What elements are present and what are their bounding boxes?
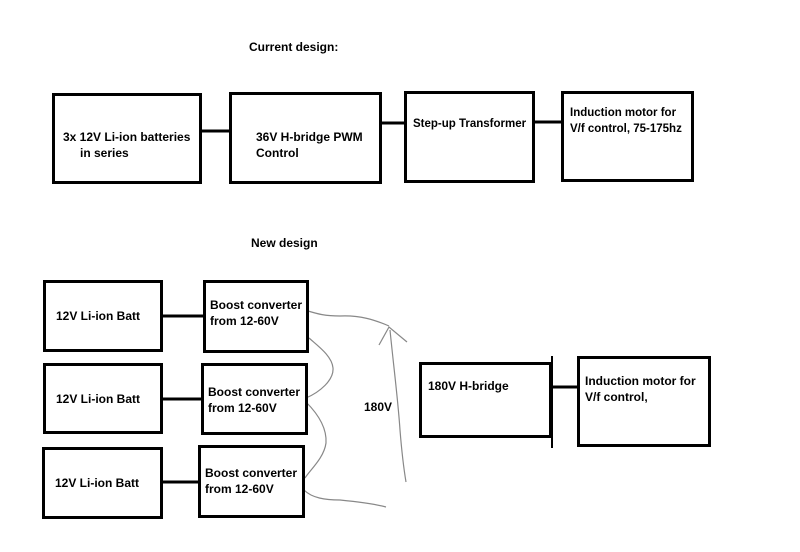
hbridge-pwm-label-line2: Control (256, 146, 299, 160)
motor-block-current (561, 91, 694, 182)
hbridge-label-new: 180V H-bridge (428, 379, 509, 393)
motor-label-current-line2: V/f control, 75-175hz (570, 123, 682, 135)
new-design-heading: New design (251, 236, 318, 250)
series-wire-top (307, 310, 390, 327)
boost-label-2-line2: from 12-60V (208, 401, 277, 415)
boost-label-1-line1: Boost converter (210, 298, 303, 312)
battery-label-1: 12V Li-ion Batt (56, 309, 141, 323)
return-wire (389, 329, 407, 483)
arrow-head-icon (378, 326, 408, 346)
transformer-block (404, 91, 535, 183)
battery-block-3 (42, 447, 163, 519)
battery-label-3: 12V Li-ion Batt (55, 476, 140, 490)
motor-label-new-line1: Induction motor for (585, 374, 696, 388)
boost-converter-block-1 (203, 280, 309, 353)
boost-converter-block-3 (198, 445, 305, 518)
series-wire-2-3 (304, 401, 327, 479)
motor-label-new-line2: V/f control, (585, 390, 648, 404)
voltage-annotation: 180V (364, 400, 393, 414)
batteries-block (52, 93, 202, 184)
hbridge-block-new (419, 362, 552, 438)
motor-block-new (577, 356, 711, 447)
transformer-label: Step-up Transformer (413, 118, 527, 130)
hbridge-pwm-label-line1: 36V H-bridge PWM (256, 130, 363, 144)
battery-label-2: 12V Li-ion Batt (56, 392, 141, 406)
motor-label-current-line1: Induction motor for (570, 107, 677, 119)
battery-block-1 (43, 280, 163, 352)
hbridge-pwm-block (229, 92, 382, 184)
series-wire-bottom (303, 489, 387, 508)
boost-converter-block-2 (201, 363, 308, 435)
boost-label-1-line2: from 12-60V (210, 314, 279, 328)
batteries-label-line2: in series (80, 146, 129, 160)
series-wire-1-2 (305, 337, 334, 399)
boost-label-3-line1: Boost converter (205, 466, 298, 480)
boost-label-2-line1: Boost converter (208, 385, 301, 399)
battery-block-2 (43, 363, 163, 434)
batteries-label-line1: 3x 12V Li-ion batteries (63, 130, 191, 144)
boost-label-3-line2: from 12-60V (205, 482, 274, 496)
current-design-heading: Current design: (249, 40, 339, 54)
